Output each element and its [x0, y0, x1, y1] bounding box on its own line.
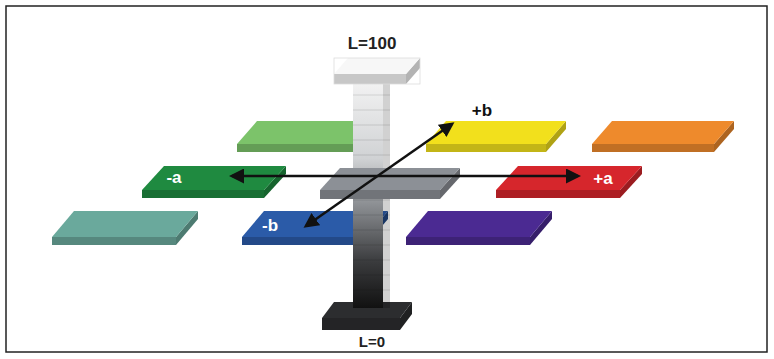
- color-tile: [426, 121, 566, 152]
- tile-front: [322, 318, 400, 330]
- axes: [232, 124, 578, 226]
- axis-label: +b: [472, 102, 492, 119]
- cap-outline: [334, 58, 420, 84]
- tile-top: [406, 211, 552, 237]
- color-tile: [496, 166, 642, 198]
- tile-front: [406, 237, 530, 245]
- color-tile: [142, 166, 286, 198]
- axis-label: L=100: [348, 35, 397, 52]
- tile-front: [142, 190, 264, 198]
- column-step: [353, 125, 390, 126]
- tile-top: [142, 166, 286, 190]
- column-step: [353, 290, 390, 291]
- column-step: [353, 200, 390, 201]
- tile-top: [320, 168, 460, 190]
- column-step: [353, 215, 390, 216]
- lightness-column: [320, 58, 460, 330]
- axis-label: -b: [262, 217, 278, 234]
- frame: [6, 6, 767, 352]
- column-step: [353, 110, 390, 111]
- tile-front: [426, 144, 546, 152]
- tile-front: [320, 190, 440, 199]
- tile-top: [496, 166, 642, 190]
- color-tiles: [52, 121, 734, 245]
- tile-front: [334, 74, 406, 84]
- axis-label: +a: [593, 170, 612, 187]
- column-step: [353, 245, 390, 246]
- axis-label: -a: [166, 169, 181, 186]
- color-tile: [334, 58, 420, 84]
- tile-top: [52, 211, 198, 237]
- tile-front: [592, 144, 714, 152]
- color-tile: [406, 211, 552, 245]
- tile-front: [242, 237, 366, 245]
- column-step: [353, 95, 390, 96]
- column-step: [353, 140, 390, 141]
- color-tile: [52, 211, 198, 245]
- column-step: [353, 260, 390, 261]
- column-step: [353, 275, 390, 276]
- tile-front: [496, 190, 620, 198]
- tile-top: [426, 121, 566, 144]
- a-axis: [232, 175, 578, 178]
- b-axis: [306, 124, 452, 226]
- color-tile: [320, 168, 460, 199]
- column-step: [353, 230, 390, 231]
- color-tile: [592, 121, 734, 152]
- column-step: [353, 155, 390, 156]
- axis-label: L=0: [359, 334, 385, 349]
- tile-top: [592, 121, 734, 144]
- tile-front: [237, 144, 357, 152]
- tile-top: [334, 58, 420, 74]
- tile-front: [52, 237, 176, 245]
